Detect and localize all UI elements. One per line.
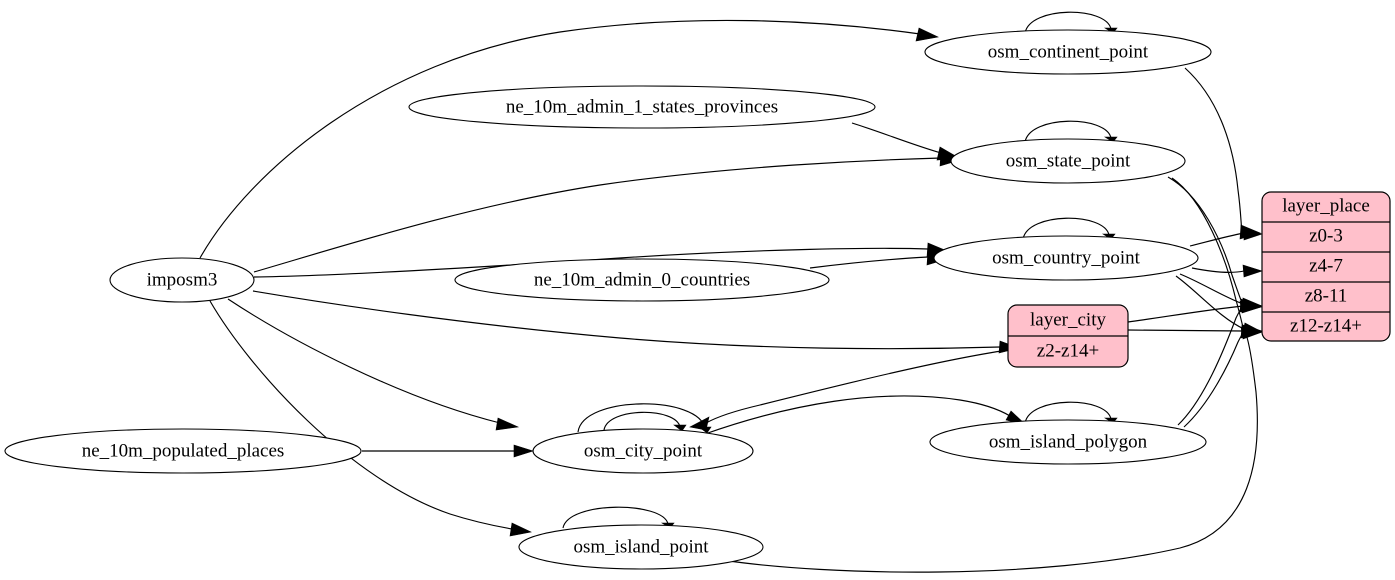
node-label-osm_island_polygon: osm_island_polygon [989,431,1148,452]
edge-layer_city-to-layer_place-z12-z14 [1127,329,1244,332]
record-row-layer_place-z0-3: z0-3 [1309,225,1343,246]
edge-ne_10m_admin_1_states_provinces-to-osm_state_point [851,122,942,154]
edge-imposm3-to-layer_city [252,290,1001,350]
arrowhead [1239,300,1263,314]
node-label-osm_continent_point: osm_continent_point [988,41,1149,62]
self-loop-osm_city_point-inner [603,411,681,431]
arrowhead [513,444,534,458]
node-layer: imposm3 ne_10m_admin_1_states_provinces … [4,29,1391,570]
edge-osm_island_polygon-to-layer_place-z12-z14 [1183,331,1245,428]
arrowhead [915,27,939,42]
self-loop-osm_continent_point [1024,11,1112,34]
node-label-ne_10m_admin_1_states_provinces: ne_10m_admin_1_states_provinces [506,96,778,117]
edge-ne_10m_admin_0_countries-to-osm_country_point [809,256,929,269]
edge-osm_country_point-to-layer_place-z4-7 [1191,267,1245,273]
arrowhead [509,522,532,537]
arrowhead [1240,326,1252,337]
node-label-osm_island_point: osm_island_point [573,536,709,557]
arrowhead [495,417,520,431]
node-imposm3[interactable]: imposm3 [109,257,255,303]
edge-imposm3-to-osm_island_point [209,300,513,530]
node-ne_10m_admin_0_countries[interactable]: ne_10m_admin_0_countries [454,258,830,302]
arrowhead [1243,227,1263,241]
edge-osm_country_point-to-layer_place-z12-z14 [1175,275,1245,330]
edge-layer_city-to-layer_place-z8-11 [1127,305,1244,323]
node-ne_10m_admin_1_states_provinces[interactable]: ne_10m_admin_1_states_provinces [408,85,876,129]
record-row-layer_city-title: layer_city [1030,309,1106,330]
node-label-osm_state_point: osm_state_point [1006,150,1131,171]
arrowhead [1242,264,1263,278]
arrowhead [673,424,687,432]
node-label-ne_10m_admin_0_countries: ne_10m_admin_0_countries [534,269,750,290]
node-osm_continent_point[interactable]: osm_continent_point [924,29,1212,75]
node-label-ne_10m_populated_places: ne_10m_populated_places [82,440,285,461]
self-loop-osm_island_point [562,506,669,529]
arrowhead [939,151,961,167]
record-row-layer_place-z12-z14: z12-z14+ [1290,315,1362,336]
edge-osm_state_point-to-layer_place-z12-z14 [1171,177,1245,332]
node-label-osm_city_point: osm_city_point [584,440,703,461]
edge-layer [199,11,1264,573]
self-loop-osm_country_point [1022,217,1110,240]
node-label-imposm3: imposm3 [147,269,218,290]
record-node-layer_place[interactable]: layer_place z0-3 z4-7 z8-11 z12-z14+ [1261,191,1391,342]
record-row-layer_place-z8-11: z8-11 [1305,285,1348,306]
node-osm_state_point[interactable]: osm_state_point [950,138,1186,184]
record-row-layer_city-z2-z14: z2-z14+ [1037,340,1099,361]
edge-imposm3-to-osm_state_point [253,157,942,273]
edge-imposm3-to-osm_continent_point [199,19,921,259]
self-loop-osm_island_polygon [1024,401,1112,424]
node-label-osm_country_point: osm_country_point [992,247,1140,268]
arrowhead [698,426,712,434]
self-loop-osm_city_point-outer [577,403,706,433]
edge-imposm3-to-osm_city_point [227,298,501,424]
node-ne_10m_populated_places[interactable]: ne_10m_populated_places [4,428,362,474]
self-loop-osm_state_point [1024,120,1112,143]
edge-osm_country_point-to-layer_place-z8-11 [1179,273,1244,305]
node-osm_country_point[interactable]: osm_country_point [933,235,1199,281]
edge-osm_island_polygon-to-layer_place-z8-11 [1177,305,1244,426]
edge-osm_city_point-to-osm_island_polygon [704,395,1011,435]
edge-imposm3-to-osm_country_point [253,247,929,278]
node-osm_island_point[interactable]: osm_island_point [518,524,764,570]
node-osm_city_point[interactable]: osm_city_point [532,428,754,474]
edge-osm_continent_point-to-layer_place-z0-3 [1184,67,1243,232]
record-row-layer_place-z4-7: z4-7 [1309,255,1343,276]
node-osm_island_polygon[interactable]: osm_island_polygon [929,419,1207,465]
record-row-layer_place-title: layer_place [1282,195,1370,216]
edge-osm_island_point-to-layer_place-z12-z14 [721,333,1258,573]
edge-layer_city-to-osm_city_point [705,349,1009,424]
record-node-layer_city[interactable]: layer_city z2-z14+ [1007,304,1129,368]
